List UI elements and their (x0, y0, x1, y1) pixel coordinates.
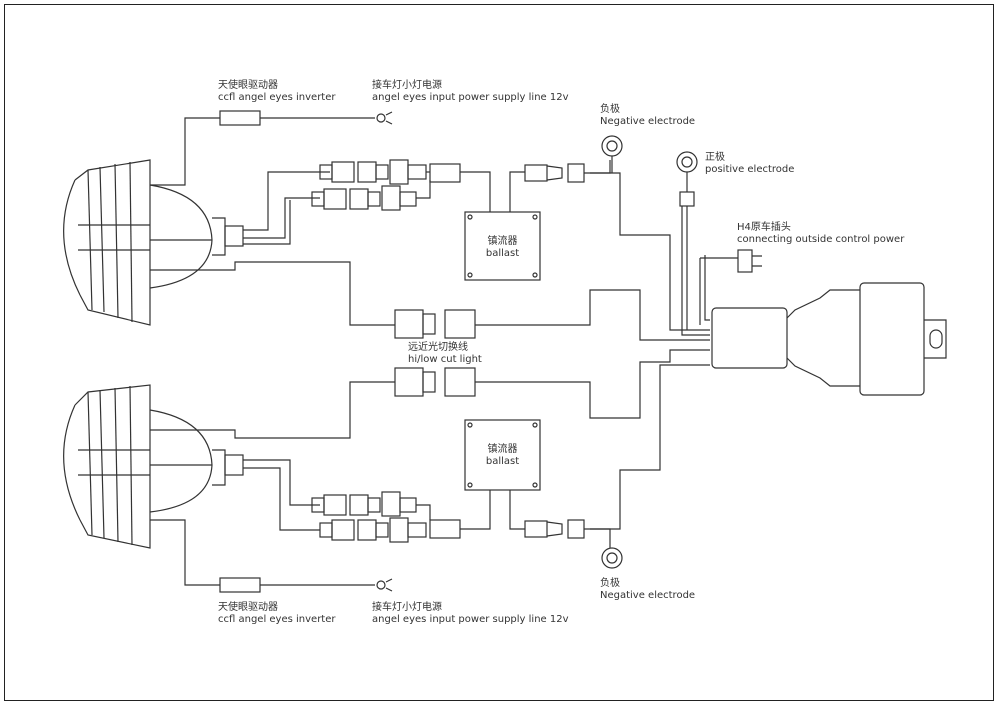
label-hilow-cn: 远近光切换线 (408, 342, 468, 353)
label-power-top: 接车灯小灯电源 angel eyes input power supply li… (372, 80, 569, 104)
h4-plug (699, 249, 762, 325)
negative-terminal-bottom-icon (601, 547, 623, 569)
ballast-bottom (464, 364, 710, 548)
projector-lamp-top (63, 159, 330, 326)
label-negative-bottom: 负极 Negative electrode (600, 578, 695, 602)
label-inverter-bottom-en: ccfl angel eyes inverter (218, 614, 336, 625)
label-power-bottom: 接车灯小灯电源 angel eyes input power supply li… (372, 602, 569, 626)
label-negative-top-en: Negative electrode (600, 116, 696, 127)
label-ballast-top-en: ballast (485, 248, 520, 259)
label-inverter-bottom: 天使眼驱动器 ccfl angel eyes inverter (218, 602, 336, 626)
label-ballast-bottom: 镇流器 ballast (465, 444, 540, 468)
label-positive-cn: 正极 (705, 152, 725, 163)
h4-relay-box (711, 282, 947, 396)
label-negative-bottom-en: Negative electrode (600, 590, 696, 601)
label-h4-en: connecting outside control power (737, 234, 905, 245)
negative-electrode-bottom (601, 547, 623, 569)
label-positive: 正极 positive electrode (705, 152, 794, 176)
label-power-bottom-en: angel eyes input power supply line 12v (372, 614, 569, 625)
label-ballast-bottom-en: ballast (485, 456, 520, 467)
label-ballast-top-cn: 镇流器 (487, 236, 518, 247)
negative-terminal-top-icon (601, 135, 623, 157)
label-h4-cn: H4原车插头 (737, 222, 791, 233)
connectors-bottom (311, 490, 491, 543)
label-hilow: 远近光切换线 hi/low cut light (408, 342, 482, 366)
label-inverter-top-en: ccfl angel eyes inverter (218, 92, 336, 103)
label-h4: H4原车插头 connecting outside control power (737, 222, 904, 246)
label-power-bottom-cn: 接车灯小灯电源 (372, 602, 442, 613)
positive-electrode (676, 151, 710, 336)
hilow-cable-top (150, 261, 710, 341)
label-negative-top: 负极 Negative electrode (600, 104, 695, 128)
inverter-bottom (150, 519, 393, 593)
label-power-top-cn: 接车灯小灯电源 (372, 80, 442, 91)
positive-terminal-icon (676, 151, 698, 173)
label-inverter-top-cn: 天使眼驱动器 (218, 80, 278, 91)
label-ballast-bottom-cn: 镇流器 (487, 444, 518, 455)
negative-electrode-top (601, 135, 623, 173)
ballast-top (464, 160, 710, 331)
label-power-top-en: angel eyes input power supply line 12v (372, 92, 569, 103)
hilow-cable-bottom (150, 349, 710, 439)
label-hilow-en: hi/low cut light (408, 354, 482, 365)
diagram-frame (4, 4, 994, 701)
label-inverter-bottom-cn: 天使眼驱动器 (218, 602, 278, 613)
inverter-top (150, 110, 393, 186)
label-positive-en: positive electrode (705, 164, 795, 175)
power-terminal-bottom-icon (376, 580, 386, 590)
power-terminal-top-icon (376, 113, 386, 123)
connectors-top (311, 159, 491, 212)
label-inverter-top: 天使眼驱动器 ccfl angel eyes inverter (218, 80, 336, 104)
label-negative-bottom-cn: 负极 (600, 578, 620, 589)
projector-lamp-bottom (63, 384, 320, 549)
label-ballast-top: 镇流器 ballast (465, 236, 540, 260)
label-negative-top-cn: 负极 (600, 104, 620, 115)
